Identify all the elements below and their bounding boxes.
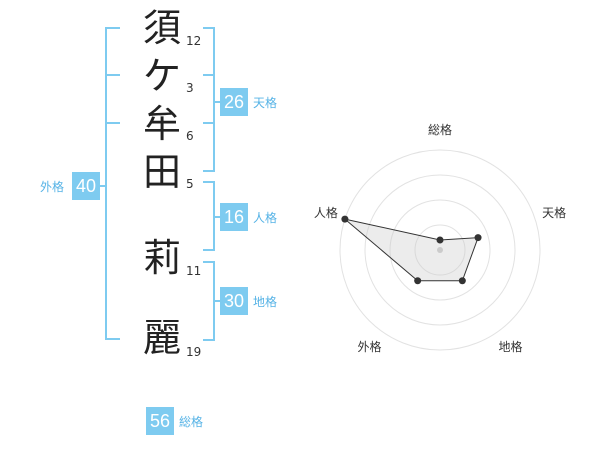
radar-ring-1 — [414, 224, 466, 276]
radar-point-4 — [414, 277, 422, 285]
jinkaku-label: 人格 — [253, 211, 278, 225]
jinkaku-bracket — [203, 181, 215, 251]
gaikaku-value: 40 — [72, 172, 100, 200]
radar-axis-label-3: 地格 — [499, 339, 523, 354]
radar-axis-label-5: 人格 — [314, 205, 338, 220]
radar-series-polygon — [344, 218, 479, 282]
radar-points — [341, 215, 482, 285]
name-char-6: 麗 — [142, 316, 181, 360]
radar-rings — [339, 149, 541, 351]
radar-ring-3 — [364, 174, 516, 326]
tenkaku-label: 天格 — [253, 96, 278, 110]
radar-point-5 — [341, 215, 349, 223]
stroke-count-3: 6 — [186, 129, 194, 143]
name-char-2: ケ — [142, 54, 181, 98]
radar-point-2 — [474, 234, 482, 242]
soukaku-label: 総格 — [179, 415, 204, 429]
radar-axis-label-1: 総格 — [428, 122, 452, 137]
name-char-5: 莉 — [142, 236, 181, 280]
chikaku-label: 地格 — [253, 295, 278, 309]
tenkaku-bracket — [203, 27, 215, 172]
gaikaku-label: 外格 — [40, 180, 65, 194]
radar-ring-2 — [389, 199, 491, 301]
soukaku-value: 56 — [146, 407, 174, 435]
stroke-count-4: 5 — [186, 177, 194, 191]
stroke-count-1: 12 — [186, 34, 202, 48]
stroke-count-6: 19 — [186, 345, 202, 359]
radar-polygon-group — [344, 218, 479, 282]
name-char-4: 田 — [142, 150, 181, 194]
stroke-count-5: 11 — [186, 264, 202, 278]
radar-ring-4 — [339, 149, 541, 351]
tenkaku-value: 26 — [220, 88, 248, 116]
chikaku-value: 30 — [220, 287, 248, 315]
name-char-1: 須 — [142, 6, 181, 50]
radar-point-3 — [458, 277, 466, 285]
radar-point-1 — [436, 236, 444, 244]
gaikaku-bracket — [105, 27, 120, 340]
radar-axis-label-2: 天格 — [542, 205, 566, 220]
jinkaku-value: 16 — [220, 203, 248, 231]
chikaku-bracket — [203, 261, 215, 341]
name-char-3: 牟 — [142, 102, 181, 146]
radar-axis-label-4: 外格 — [357, 339, 381, 354]
radar-center — [437, 247, 443, 253]
stroke-count-2: 3 — [186, 81, 194, 95]
